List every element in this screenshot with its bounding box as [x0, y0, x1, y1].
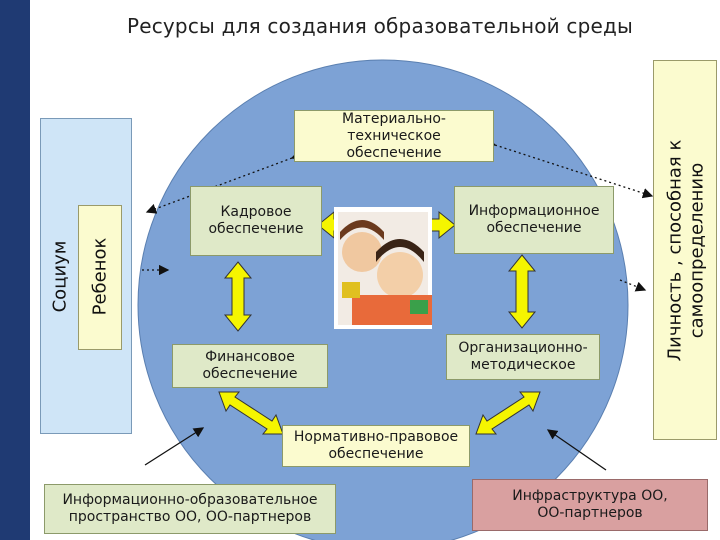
left-decor-stripe — [0, 0, 30, 540]
box-material: Материально-техническое обеспечение — [294, 110, 494, 162]
box-legal: Нормативно-правовое обеспечение — [282, 425, 470, 467]
double-arrow-left — [223, 261, 253, 332]
arrow-bottom-left — [144, 427, 205, 466]
socium-label: Социум — [49, 240, 71, 313]
child-panel — [78, 205, 122, 350]
children-photo — [334, 207, 432, 329]
personality-panel — [653, 60, 717, 440]
double-arrow-bottom-right — [475, 391, 541, 435]
page-title: Ресурсы для создания образовательной сре… — [126, 14, 634, 38]
arrow-bottom-right — [546, 429, 607, 471]
box-org: Организационно-методическое — [446, 334, 600, 380]
double-arrow-right — [507, 254, 537, 329]
dotted-arrow-left — [145, 149, 303, 214]
box-info-space: Информационно-образовательное пространст… — [44, 484, 336, 534]
box-finance: Финансовое обеспечение — [172, 344, 328, 388]
personality-label-line2: самоопределению — [686, 162, 708, 339]
box-info: Информационное обеспечение — [454, 186, 614, 254]
box-infra: Инфраструктура ОО, ОО-партнеров — [472, 479, 708, 531]
box-staff: Кадровое обеспечение — [190, 186, 322, 256]
personality-label-line1: Личность , способная к — [664, 139, 686, 362]
child-label: Ребенок — [89, 237, 111, 316]
